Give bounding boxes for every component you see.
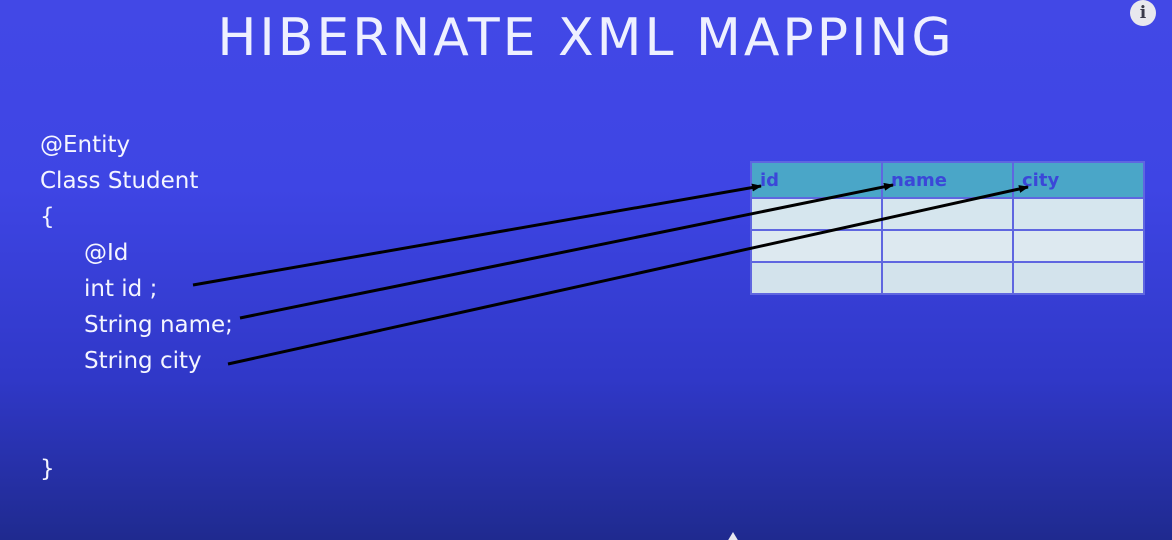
arrow-id-mapping (192, 183, 762, 287)
table-row (750, 197, 1145, 231)
table-cell (881, 261, 1014, 295)
table-cell (881, 197, 1014, 231)
code-line-open-brace: { (40, 204, 55, 230)
student-table: id name city (750, 161, 1145, 295)
column-header-id: id (750, 161, 883, 199)
column-header-name: name (881, 161, 1014, 199)
slide-title: HIBERNATE XML MAPPING (217, 8, 955, 68)
code-line-class-declaration: Class Student (40, 168, 199, 194)
cursor-icon (727, 532, 739, 540)
code-line-annotation-id: @Id (84, 240, 129, 266)
code-line-field-name: String name; (84, 312, 233, 338)
column-header-city: city (1012, 161, 1145, 199)
table-cell (750, 197, 883, 231)
code-line-field-city: String city (84, 348, 202, 374)
table-cell (750, 261, 883, 295)
table-cell (1012, 229, 1145, 263)
table-cell (881, 229, 1014, 263)
table-cell (1012, 197, 1145, 231)
table-header-row: id name city (750, 161, 1145, 199)
code-line-field-id: int id ; (84, 276, 158, 302)
table-row (750, 261, 1145, 295)
table-cell (750, 229, 883, 263)
info-icon[interactable]: i (1130, 0, 1156, 26)
table-row (750, 229, 1145, 263)
table-cell (1012, 261, 1145, 295)
code-line-close-brace: } (40, 456, 55, 482)
code-line-annotation-entity: @Entity (40, 132, 131, 158)
